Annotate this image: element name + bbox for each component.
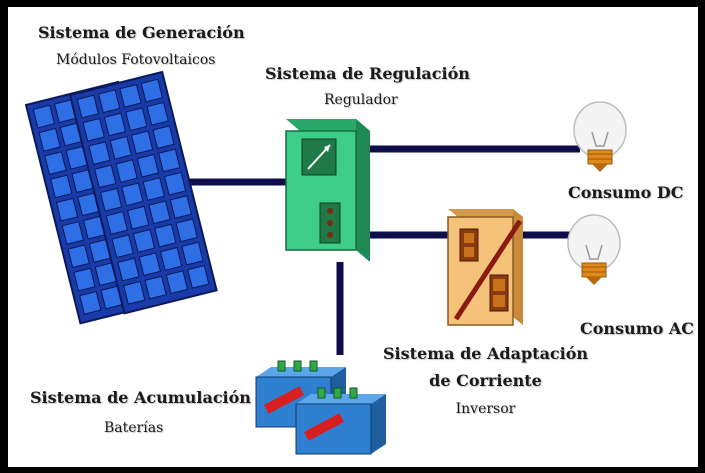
adaptation-title-line2: de Corriente (429, 371, 542, 390)
solar-cell (169, 195, 193, 219)
adaptation-subtitle: Inversor (455, 401, 516, 417)
solar-panels-icon (24, 70, 218, 325)
solar-cell (154, 223, 177, 248)
regulator-icon (285, 119, 370, 262)
generation-subtitle: Módulos Fotovoltaicos (56, 52, 216, 68)
solar-cell (187, 264, 210, 289)
solar-cell (144, 275, 167, 300)
solar-cell (55, 197, 79, 222)
accumulation-subtitle: Baterías (104, 420, 164, 436)
solar-cell (142, 177, 165, 201)
solar-cell (50, 174, 73, 199)
solar-cell (140, 78, 164, 103)
solar-cell (82, 117, 105, 142)
solar-cell (146, 101, 169, 126)
solar-cell (138, 252, 161, 277)
generation-title: Sistema de Generación (38, 23, 245, 42)
solar-cell (127, 205, 150, 230)
solar-cell (163, 171, 187, 196)
solar-cell (165, 270, 189, 295)
diagram-canvas: Sistema de Generación Módulos Fotovoltai… (8, 7, 698, 467)
solar-cell (158, 148, 181, 173)
bulb-dc-icon (573, 101, 627, 172)
adaptation-title-line1: Sistema de Adaptación (383, 344, 589, 363)
solar-cell (181, 241, 204, 266)
solar-cell (73, 267, 96, 292)
wires (163, 145, 580, 355)
solar-cell (132, 229, 156, 253)
solar-cell (79, 290, 102, 315)
solar-cell (109, 135, 132, 160)
regulation-subtitle: Regulador (324, 92, 398, 108)
bulb-ac-icon (567, 214, 621, 285)
solar-cell (98, 89, 121, 114)
solar-cell (67, 244, 90, 269)
solar-cell (32, 104, 55, 129)
solar-cell (103, 112, 127, 137)
consumption-dc-label: Consumo DC (568, 183, 684, 202)
solar-cell (130, 130, 154, 155)
consumption-ac-label: Consumo AC (580, 319, 694, 338)
solar-cell (94, 164, 117, 189)
solar-cell (125, 107, 148, 132)
solar-cell (121, 182, 144, 207)
solar-cell (115, 159, 138, 183)
solar-cell (99, 187, 123, 212)
solar-cell (111, 234, 134, 259)
solar-cell (44, 151, 67, 175)
solar-cell (117, 257, 140, 282)
batteries-icon (255, 360, 386, 455)
diagram-graphic (24, 70, 627, 455)
solar-cell (76, 94, 99, 119)
inverter-icon (447, 209, 523, 326)
solar-cell (160, 247, 183, 271)
solar-cell (123, 280, 146, 305)
solar-cell (119, 84, 142, 108)
solar-cell (148, 200, 171, 225)
solar-cell (152, 125, 175, 150)
accumulation-title: Sistema de Acumulación (30, 388, 251, 407)
solar-cell (88, 141, 111, 165)
solar-cell (61, 221, 85, 245)
solar-cell (38, 127, 61, 152)
regulation-title: Sistema de Regulación (265, 64, 470, 83)
solar-cell (136, 153, 160, 178)
solar-cell (105, 211, 129, 235)
solar-cell (175, 218, 198, 243)
